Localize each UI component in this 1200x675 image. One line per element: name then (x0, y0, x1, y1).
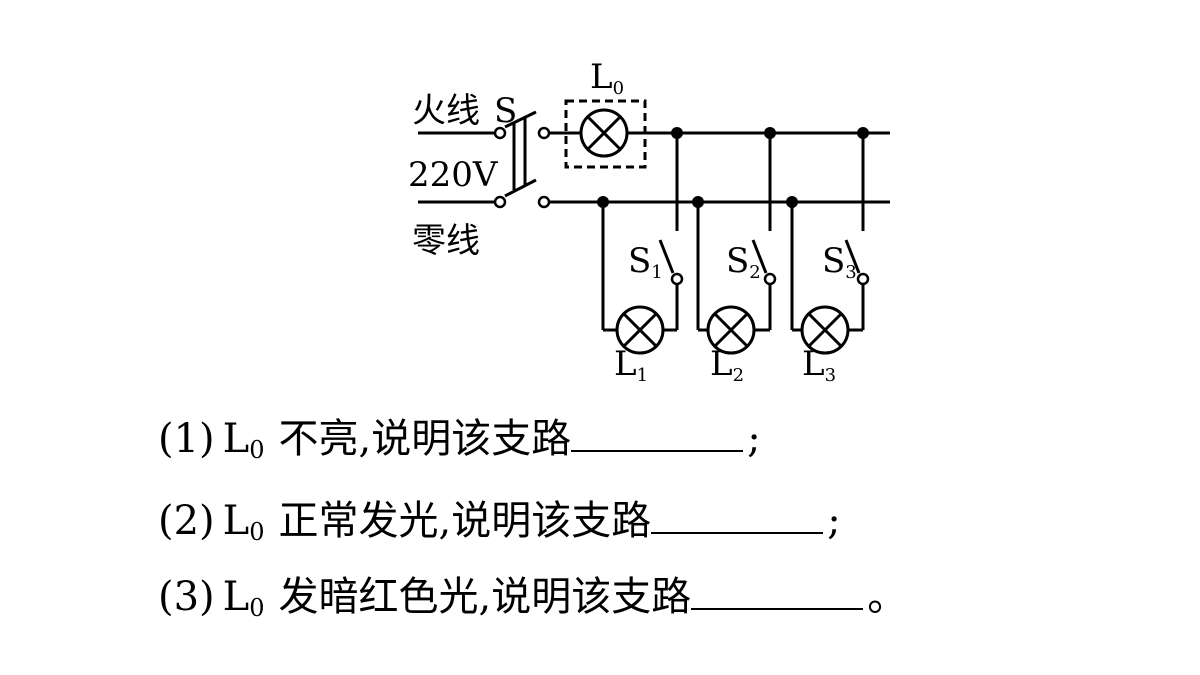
main-switch-terminal (493, 195, 507, 209)
main-switch-terminal (537, 195, 551, 209)
junction-dot (692, 196, 704, 208)
question-end: ; (827, 498, 841, 544)
branch-1-switch-label: S1 (628, 241, 663, 283)
branch-1-switch-blade (658, 239, 675, 274)
question-text: 不亮,说明该支路 (278, 416, 572, 462)
question-3: (3)L0 发暗红色光,说明该支路 。 (158, 572, 907, 632)
main-switch-blade-live (504, 110, 537, 129)
question-number: (3) (158, 574, 215, 620)
neutral-wire-label: 零线 (412, 221, 480, 261)
junction-dot (671, 127, 683, 139)
voltage-label: 220V (408, 155, 499, 195)
junction-dot (597, 196, 609, 208)
branch-2-lamp-symbol (706, 305, 756, 355)
test-lamp-symbol (579, 108, 629, 158)
branch-3-lamp-symbol (800, 305, 850, 355)
branch-2-switch-label: S2 (726, 241, 761, 283)
branch-2-switch-terminal (763, 272, 777, 286)
branch-1-lamp-label: L1 (614, 344, 648, 386)
test-lamp-box (564, 99, 647, 169)
question-end: ; (747, 416, 761, 462)
live-wire-label: 火线 (412, 91, 480, 131)
junction-dot (786, 196, 798, 208)
branch-2-lamp-label: L2 (710, 344, 744, 386)
main-switch-label: S (494, 91, 517, 131)
answer-blank[interactable] (571, 414, 744, 452)
question-text: 发暗红色光,说明该支路 (278, 574, 692, 620)
circuit-diagram: 火线 220V 零线 S L0 S1 S2 S3 L1 L2 L3 (408, 57, 890, 386)
branch-1-switch-terminal (670, 272, 684, 286)
test-lamp-label: L0 (590, 57, 624, 99)
main-switch-blade-neutral (504, 178, 537, 198)
branch-3-switch-blade (844, 239, 861, 274)
answer-blank[interactable] (691, 572, 864, 610)
branch-3-switch-terminal (856, 272, 870, 286)
branch-3-lamp-label: L3 (802, 344, 836, 386)
branch-3-switch-label: S3 (822, 241, 857, 283)
answer-blank[interactable] (651, 496, 824, 534)
branch-1-lamp-symbol (615, 305, 665, 355)
question-number: (2) (158, 498, 215, 544)
question-2: (2)L0 正常发光,说明该支路; (158, 496, 841, 556)
junction-dot (764, 127, 776, 139)
question-end: 。 (867, 574, 908, 620)
question-1: (1)L0 不亮,说明该支路; (158, 414, 761, 474)
main-switch-terminal (493, 126, 507, 140)
question-text: 正常发光,说明该支路 (278, 498, 652, 544)
lamp-symbol: L0 (222, 574, 265, 622)
question-number: (1) (158, 416, 215, 462)
main-switch-terminal (537, 126, 551, 140)
junction-dot (857, 127, 869, 139)
branch-2-switch-blade (751, 239, 768, 274)
lamp-symbol: L0 (222, 416, 265, 464)
lamp-symbol: L0 (222, 498, 265, 546)
